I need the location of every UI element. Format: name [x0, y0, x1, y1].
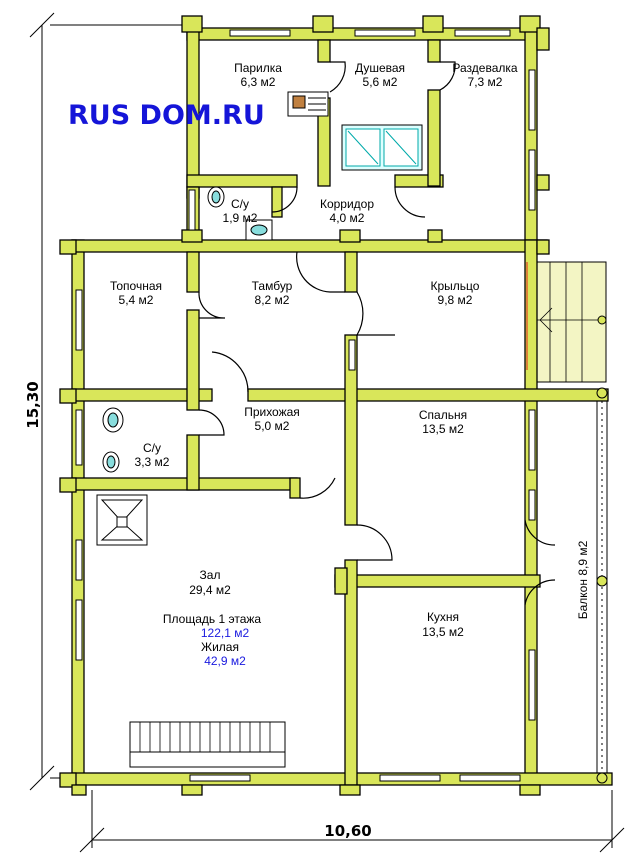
living-area-value: 42,9 м2	[204, 654, 246, 668]
room-area-spalnya: 13,5 м2	[422, 422, 464, 436]
total-area-label: Площадь 1 этажа	[163, 612, 262, 626]
staircase-icon	[129, 721, 286, 768]
sauna-stove-icon	[287, 91, 329, 117]
room-name-tambur: Тамбур	[252, 279, 293, 293]
room-labels: Парилка 6,3 м2 Душевая 5,6 м2 Раздевалка…	[110, 61, 590, 668]
total-area-value: 122,1 м2	[201, 626, 250, 640]
dimension-lines	[29, 12, 625, 853]
room-name-parilka: Парилка	[234, 61, 282, 75]
room-area-su-small: 1,9 м2	[223, 211, 258, 225]
room-area-kryltso: 9,8 м2	[438, 293, 473, 307]
fireplace-icon	[96, 494, 148, 546]
doors	[198, 61, 556, 606]
log-posts	[59, 15, 608, 796]
windows	[75, 29, 536, 782]
room-area-zal: 29,4 м2	[189, 583, 231, 597]
porch-stairs	[534, 261, 607, 383]
width-dimension: 10,60	[324, 822, 371, 840]
toilet-icon	[207, 186, 273, 241]
room-name-su-large: С/у	[143, 441, 161, 455]
room-area-koridor: 4,0 м2	[330, 211, 365, 225]
room-area-dushevaya: 5,6 м2	[363, 75, 398, 89]
room-name-prikhozhaya: Прихожая	[244, 405, 300, 419]
living-area-label: Жилая	[201, 640, 239, 654]
room-area-topochnaya: 5,4 м2	[119, 293, 154, 307]
room-area-parilka: 6,3 м2	[241, 75, 276, 89]
room-name-zal: Зал	[200, 568, 221, 582]
room-name-topochnaya: Топочная	[110, 279, 162, 293]
room-name-kryltso: Крыльцо	[431, 279, 480, 293]
room-area-tambur: 8,2 м2	[255, 293, 290, 307]
shower-cabin-icon	[341, 124, 423, 171]
room-area-razdevalka: 7,3 м2	[468, 75, 503, 89]
toilet-icon	[102, 407, 124, 473]
room-name-koridor: Корридор	[320, 197, 374, 211]
room-area-prikhozhaya: 5,0 м2	[255, 419, 290, 433]
room-name-kukhnya: Кухня	[427, 610, 459, 624]
room-name-spalnya: Спальня	[419, 408, 467, 422]
room-name-razdevalka: Раздевалка	[452, 61, 517, 75]
balcony-label: Балкон 8,9 м2	[576, 540, 590, 619]
walls	[71, 27, 613, 786]
site-logo: RUS DOM.RU	[68, 100, 265, 131]
room-area-kukhnya: 13,5 м2	[422, 625, 464, 639]
height-dimension: 15,30	[24, 381, 42, 428]
room-name-dushevaya: Душевая	[355, 61, 405, 75]
fixtures	[96, 91, 423, 768]
room-area-su-large: 3,3 м2	[135, 455, 170, 469]
room-name-su-small: С/у	[231, 197, 249, 211]
